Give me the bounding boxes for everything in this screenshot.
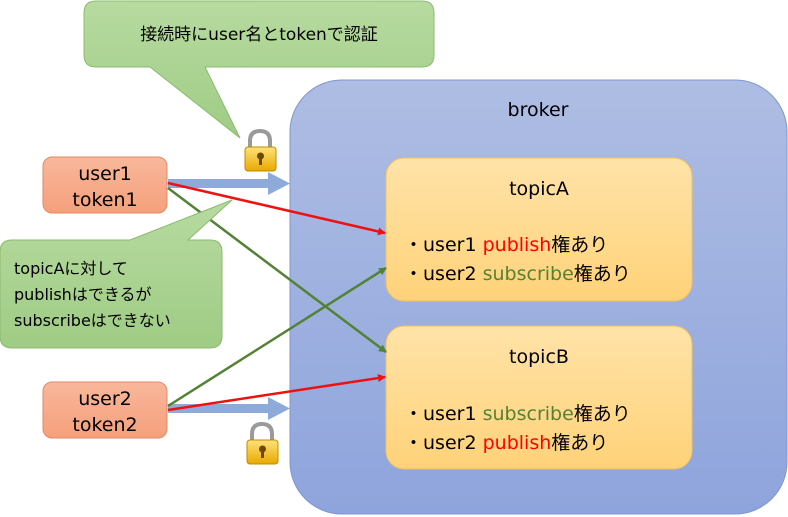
topic-a-perm-1: ・user1 publish権あり xyxy=(404,234,608,256)
callout-top xyxy=(83,0,435,139)
user1-token: token1 xyxy=(72,189,137,211)
lock-icon xyxy=(244,128,277,172)
topic-a-perm-2: ・user2 subscribe権あり xyxy=(404,263,631,285)
callout-top-text: 接続時にuser名とtokenで認証 xyxy=(140,25,378,45)
connect-arrow-user1 xyxy=(168,172,290,195)
user2-token: token2 xyxy=(72,414,137,436)
action-publish: publish xyxy=(483,234,552,256)
user2-box xyxy=(42,381,168,439)
callout-left-line-2: publishはできるが xyxy=(14,285,152,304)
action-publish: publish xyxy=(483,432,552,454)
broker-title: broker xyxy=(508,99,569,121)
topic-a-box xyxy=(385,157,693,302)
lock-icon xyxy=(246,421,279,465)
publish-arrow-user1-topic-a xyxy=(167,181,386,236)
publish-arrow-user2-topic-b xyxy=(167,374,386,412)
topic-a-title: topicA xyxy=(509,178,569,200)
topic-b-perm-2: ・user2 publish権あり xyxy=(404,432,608,454)
topic-b-perm-1: ・user1 subscribe権あり xyxy=(404,403,631,425)
subscribe-arrow-user2-topic-a xyxy=(167,266,387,408)
action-subscribe: subscribe xyxy=(483,263,574,285)
user1-name: user1 xyxy=(78,163,132,185)
topic-b-box xyxy=(385,325,693,470)
user1-box xyxy=(42,156,168,214)
callout-left-line-3: subscribeはできない xyxy=(14,311,171,330)
connect-arrow-user2 xyxy=(168,397,290,420)
topic-b-title: topicB xyxy=(509,346,569,368)
user2-name: user2 xyxy=(78,388,132,410)
callout-left xyxy=(0,199,233,349)
action-subscribe: subscribe xyxy=(483,403,574,425)
callout-left-line-1: topicAに対して xyxy=(14,259,128,278)
